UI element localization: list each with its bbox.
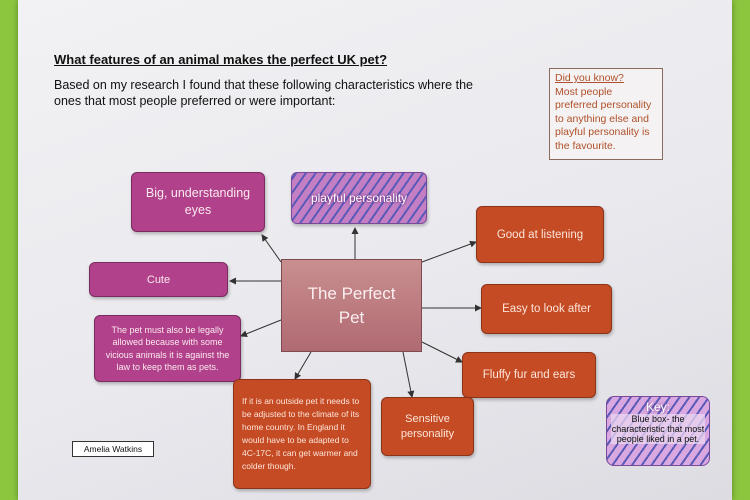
node-fluffy-text: Fluffy fur and ears <box>482 369 576 381</box>
node-outside: If it is an outside pet it needs to be a… <box>233 379 371 489</box>
center-line-1: The Perfect <box>307 283 396 303</box>
center-node-perfect-pet: The Perfect Pet <box>281 259 422 352</box>
node-fluffy: Fluffy fur and ears <box>462 352 596 398</box>
key-heading: Key: <box>645 400 670 414</box>
node-sensitive-text: Sensitive personality <box>400 412 455 440</box>
arrow-to-legal <box>240 319 282 338</box>
arrow-to-fluffy <box>421 341 463 363</box>
node-cute: Cute <box>89 262 228 297</box>
author-name: Amelia Watkins <box>72 441 154 457</box>
arrow-to-outside <box>294 351 312 380</box>
node-listening-text: Good at listening <box>496 228 584 241</box>
node-big-eyes: Big, understanding eyes <box>131 172 265 232</box>
key-text: Blue box- the characteristic that most p… <box>611 414 705 444</box>
arrow-to-big-eyes <box>261 234 282 263</box>
did-you-know-heading: Did you know? <box>555 72 624 84</box>
node-easy-look-text: Easy to look after <box>502 303 591 315</box>
node-outside-text: If it is an outside pet it needs to be a… <box>242 396 360 471</box>
node-legal: The pet must also be legally allowed bec… <box>94 315 241 382</box>
node-legal-text: The pet must also be legally allowed bec… <box>105 324 230 373</box>
arrow-to-sensitive <box>402 351 415 398</box>
node-sensitive: Sensitive personality <box>381 397 474 456</box>
node-cute-text: Cute <box>146 273 171 286</box>
node-playful-text: playful personality <box>310 191 408 205</box>
node-easy-look: Easy to look after <box>481 284 612 334</box>
node-listening: Good at listening <box>476 206 604 263</box>
key-box: Key: Blue box- the characteristic that m… <box>606 396 710 466</box>
node-big-eyes-text: Big, understanding eyes <box>145 186 251 217</box>
page-title: What features of an animal makes the per… <box>54 52 388 67</box>
intro-text: Based on my research I found that these … <box>54 78 473 108</box>
did-you-know-box: Did you know? Most people preferred pers… <box>549 68 663 160</box>
arrow-to-listening <box>421 240 477 263</box>
did-you-know-text: Most people preferred personality to any… <box>555 85 652 152</box>
node-playful: playful personality <box>291 172 427 224</box>
center-line-2: Pet <box>338 307 365 327</box>
